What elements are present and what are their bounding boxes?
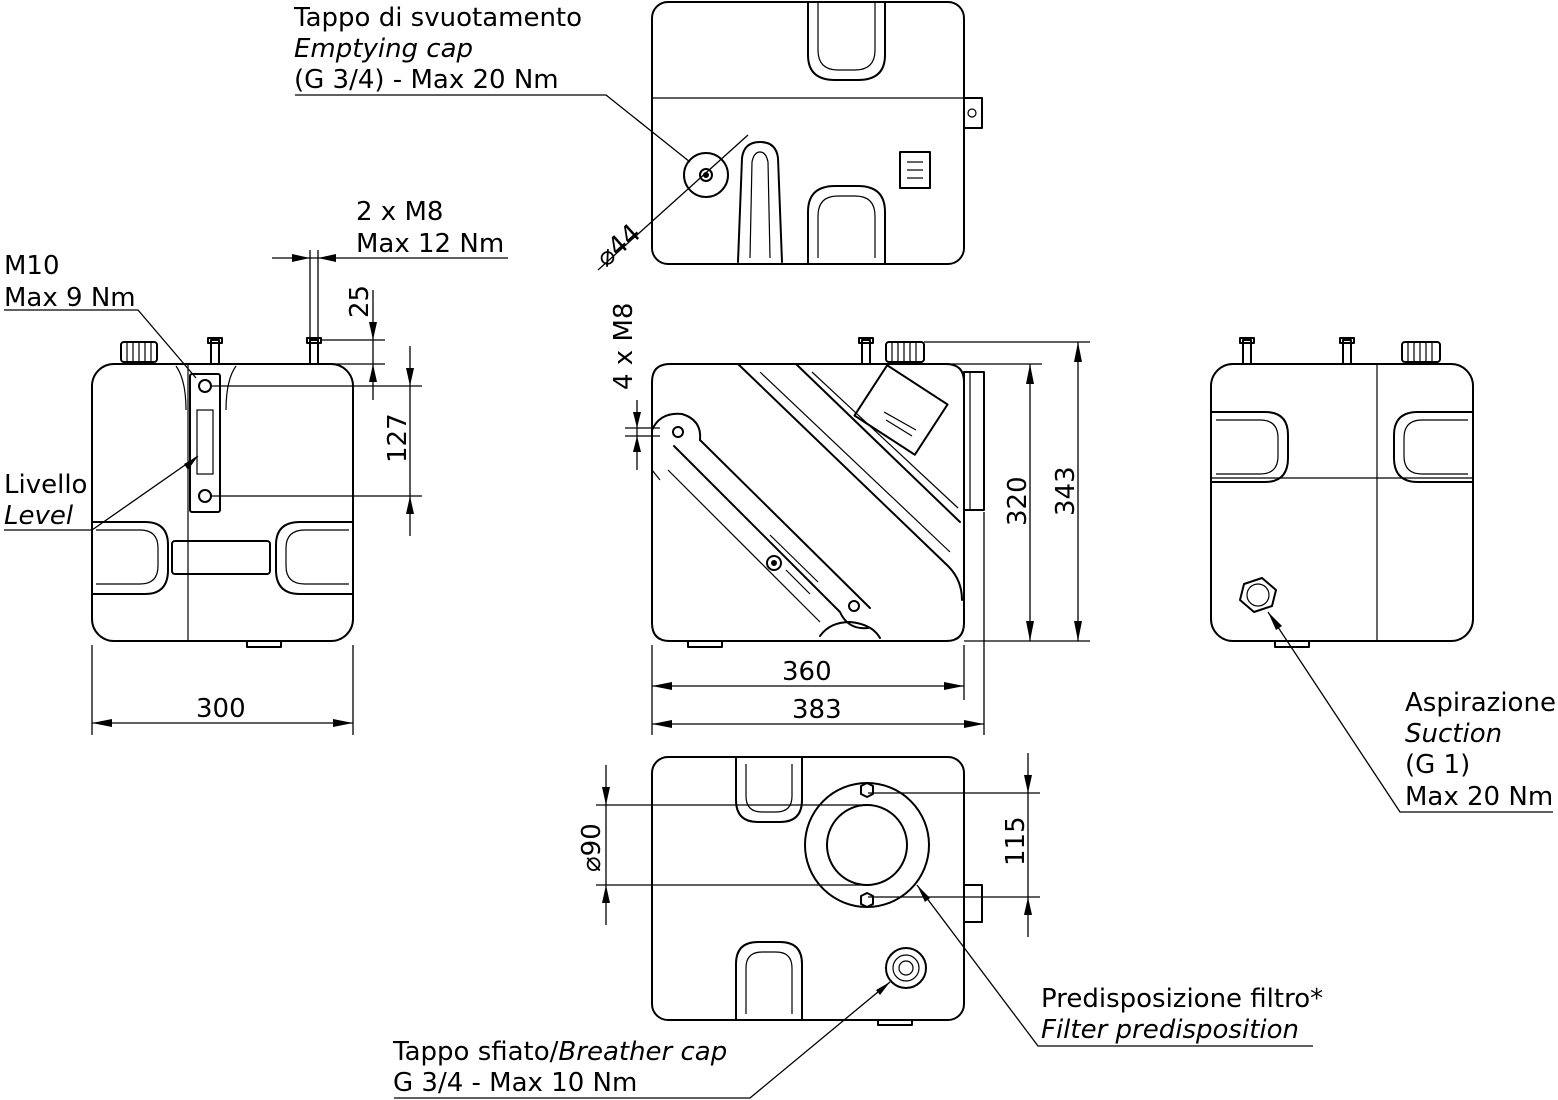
bottom-view xyxy=(394,753,1313,1099)
m10-label: M10 xyxy=(4,251,60,281)
dim-25: 25 xyxy=(345,285,375,318)
suction-spec: (G 1) xyxy=(1405,750,1470,780)
filter-label-it: Predisposizione filtro* xyxy=(1041,984,1323,1014)
left-view xyxy=(4,250,508,735)
suction-label-it: Aspirazione xyxy=(1405,688,1556,718)
top-view xyxy=(295,1,983,271)
breather-label: Tappo sfiato/Breather cap xyxy=(392,1037,727,1067)
dim-320: 320 xyxy=(1003,476,1033,526)
dim-300: 300 xyxy=(196,694,246,724)
level-label-en: Level xyxy=(4,501,74,531)
m8-top-label: 2 x M8 xyxy=(356,197,443,227)
m8-top-torque: Max 12 Nm xyxy=(356,229,504,259)
level-label-it: Livello xyxy=(4,470,87,500)
right-view xyxy=(1210,337,1553,813)
dim-90-value: 90 xyxy=(577,823,607,856)
dim-360: 360 xyxy=(782,657,832,687)
suction-label-en: Suction xyxy=(1405,719,1502,749)
filter-label-en: Filter predisposition xyxy=(1041,1015,1299,1045)
emptying-cap-circle xyxy=(683,152,729,198)
emptying-cap-label-it: Tappo di svuotamento xyxy=(293,3,582,33)
suction-torque: Max 20 Nm xyxy=(1405,782,1553,812)
dim-dia-44: ⌀44 xyxy=(591,218,647,273)
dim-127: 127 xyxy=(383,413,413,463)
emptying-cap-label-en: Emptying cap xyxy=(294,34,473,64)
dim-115: 115 xyxy=(1001,816,1031,866)
diameter-symbol: ⌀ xyxy=(577,856,607,872)
emptying-cap-spec: (G 3/4) - Max 20 Nm xyxy=(294,65,559,95)
m8-side-label: 4 x M8 xyxy=(609,303,639,390)
breather-label-en: Breather cap xyxy=(558,1037,727,1067)
labels: Tappo di svuotamento Emptying cap (G 3/4… xyxy=(4,3,1556,1098)
dim-343: 343 xyxy=(1051,466,1081,516)
breather-label-it: Tappo sfiato/ xyxy=(392,1037,559,1067)
dim-383: 383 xyxy=(792,695,842,725)
m10-torque: Max 9 Nm xyxy=(4,283,136,313)
front-view xyxy=(625,337,1090,735)
breather-spec: G 3/4 - Max 10 Nm xyxy=(393,1068,637,1098)
dim-dia-90: ⌀90 xyxy=(577,823,607,872)
